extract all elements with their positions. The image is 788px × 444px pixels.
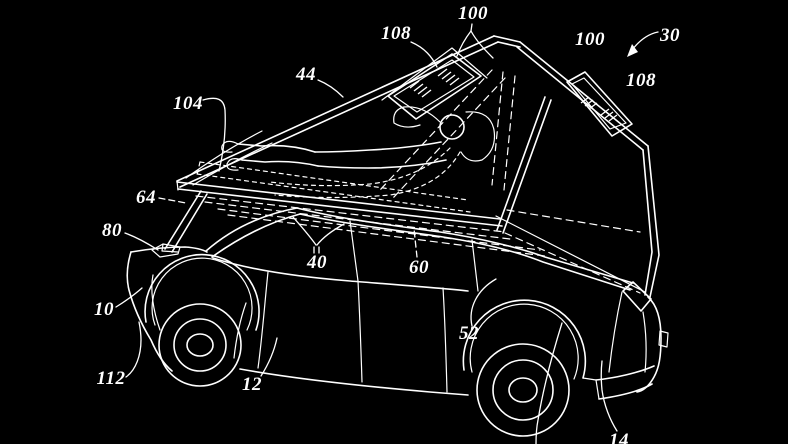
ref-numeral-14: 14	[609, 430, 629, 444]
ref-numeral-100-top: 100	[458, 3, 488, 24]
ref-numeral-64: 64	[136, 187, 156, 208]
ref-numeral-10: 10	[94, 299, 114, 320]
ref-numeral-108-right: 108	[626, 70, 656, 91]
leader-lines	[115, 23, 659, 444]
window-hatching	[409, 68, 460, 98]
tent-window-left	[381, 47, 488, 120]
ref-numeral-52: 52	[459, 323, 479, 344]
ref-numeral-12: 12	[242, 374, 262, 395]
person-figure	[221, 106, 496, 199]
ref-numeral-104: 104	[173, 93, 203, 114]
tent-front-strut	[151, 190, 208, 258]
ref-numeral-40: 40	[307, 252, 327, 273]
ref-numeral-30: 30	[660, 25, 680, 46]
tent-window-right	[566, 71, 633, 137]
ref-numeral-80: 80	[102, 220, 122, 241]
truck-body	[126, 207, 669, 437]
ref-numeral-100-right: 100	[575, 29, 605, 50]
tent-platform	[176, 180, 646, 294]
tent-mattress	[196, 161, 471, 213]
ref-numeral-108-left: 108	[381, 23, 411, 44]
ref-numeral-44: 44	[296, 64, 316, 85]
window-hatching	[580, 96, 618, 122]
fig-30-arrow	[627, 31, 659, 57]
ref-numeral-60: 60	[409, 257, 429, 278]
ref-numeral-112: 112	[96, 368, 126, 389]
